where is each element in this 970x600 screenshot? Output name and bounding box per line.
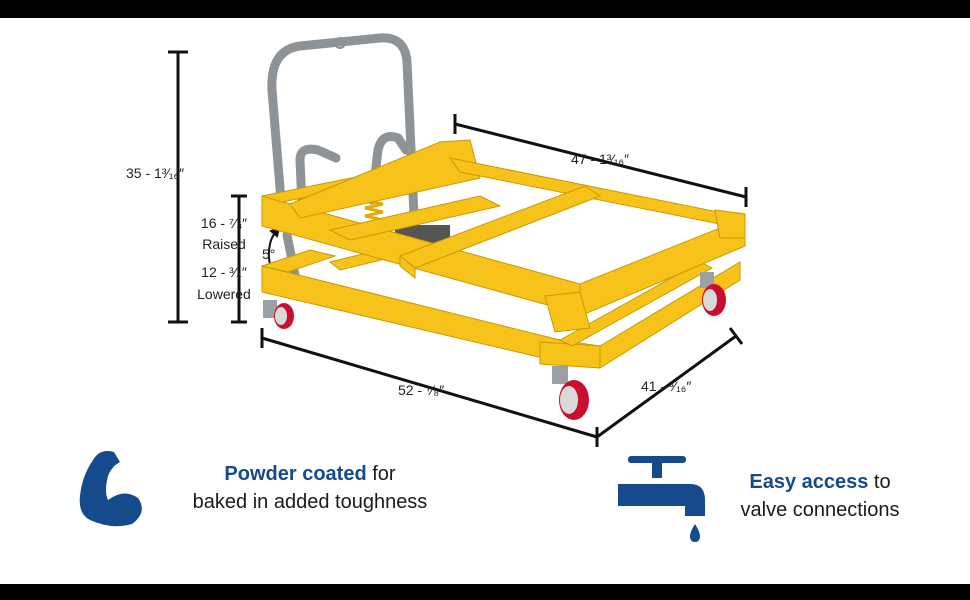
easy-access-line2: valve connections	[740, 499, 900, 521]
flexed-arm-icon	[79, 451, 142, 527]
easy-access-line1: Easy access to	[720, 468, 920, 496]
caster-rear-right	[700, 272, 726, 316]
raised-height-label: 16 - ⁷⁄₈″	[200, 215, 248, 231]
easy-access-feature: Easy access to valve connections	[720, 468, 920, 524]
lowered-height-label: 12 - ³⁄₄″	[201, 264, 247, 280]
caster-front-left	[263, 300, 294, 329]
top-length-label: 47 - 1³⁄₁₆″	[571, 151, 630, 167]
table-cart	[260, 33, 746, 420]
top-frame	[261, 139, 746, 333]
tilt-angle-label: 5°	[262, 246, 276, 262]
caster-front-right	[552, 366, 589, 420]
bottom-letterbox-bar	[0, 584, 970, 600]
water-faucet-icon	[618, 456, 705, 542]
powder-coated-line2: baked in added toughness	[192, 491, 428, 513]
lowered-caption: Lowered	[197, 286, 251, 302]
powder-coated-line1: Powder coated for	[170, 460, 450, 488]
powder-coated-feature: Powder coated for baked in added toughne…	[170, 460, 450, 516]
width-label: 41 - ³⁄₁₆″	[641, 378, 692, 394]
base-frame	[260, 239, 741, 369]
easy-access-rest: to	[868, 471, 891, 493]
total-height-label: 35 - 1³⁄₁₆″	[126, 165, 185, 181]
raised-caption: Raised	[202, 236, 246, 252]
caster-wheels	[263, 272, 726, 420]
powder-coated-strong: Powder coated	[224, 463, 367, 485]
handle-ring	[334, 37, 346, 49]
easy-access-strong: Easy access	[749, 471, 869, 493]
dimension-lines	[168, 50, 748, 447]
top-letterbox-bar	[0, 0, 970, 18]
bottom-length-label: 52 - ⁷⁄₈″	[398, 382, 445, 398]
powder-coated-rest: for	[366, 463, 396, 485]
